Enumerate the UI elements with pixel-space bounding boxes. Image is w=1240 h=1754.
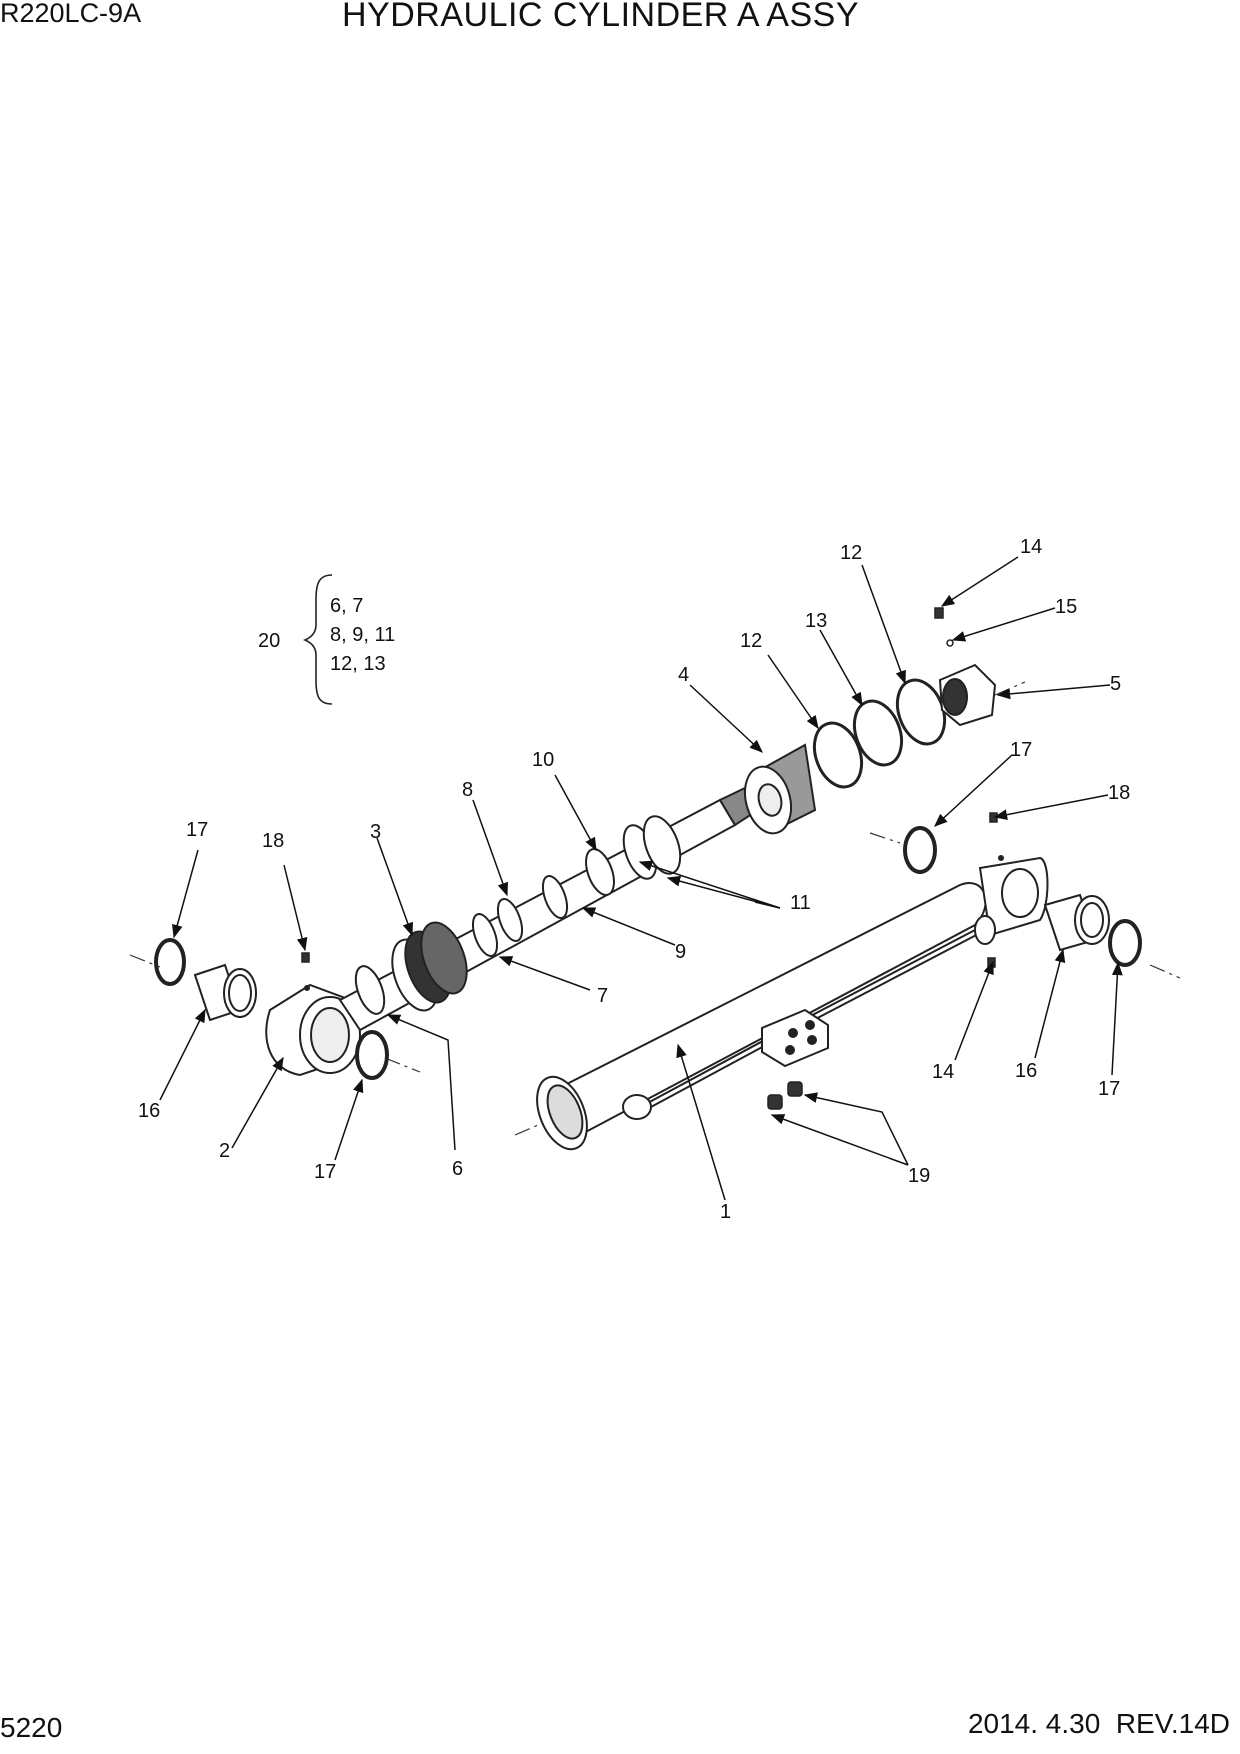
callout-12: 12 — [840, 542, 862, 564]
part-bushings — [154, 826, 1142, 1080]
callout-17: 17 — [186, 819, 208, 841]
callout-18: 18 — [1108, 782, 1130, 804]
part-rod-eye — [265, 983, 361, 1077]
kit-line-3: 12, 13 — [330, 653, 386, 675]
part-cylinder-tube — [536, 855, 1049, 1151]
part-lock-nut — [938, 663, 997, 727]
part-piston — [743, 743, 817, 835]
part-rings — [812, 678, 947, 789]
revision-date: 2014. 4.30 REV.14D — [967, 1708, 1230, 1739]
callout-14: 14 — [1020, 536, 1042, 558]
callout-3: 3 — [370, 821, 381, 843]
part-grease-nipple — [301, 607, 998, 968]
kit-line-2: 8, 9, 11 — [330, 624, 395, 646]
callout-8: 8 — [462, 779, 473, 801]
callout-16: 16 — [1015, 1060, 1037, 1082]
callout-12: 12 — [740, 630, 762, 652]
kit-ref-label: 20 — [258, 630, 280, 652]
callout-6: 6 — [452, 1158, 463, 1180]
callout-11: 11 — [790, 892, 811, 914]
callout-17: 17 — [1098, 1078, 1120, 1100]
part-plugs — [767, 1081, 803, 1110]
leader-lines — [159, 556, 1123, 1201]
callout-18: 18 — [262, 830, 284, 852]
callout-13: 13 — [805, 610, 827, 632]
model-number: R220LC-9A — [0, 0, 142, 28]
callout-5: 5 — [1110, 673, 1121, 695]
kit-line-1: 6, 7 — [330, 595, 363, 617]
callout-1: 1 — [720, 1201, 731, 1223]
callout-14: 14 — [932, 1061, 954, 1083]
callout-9: 9 — [675, 941, 686, 963]
callout-10: 10 — [532, 749, 554, 771]
kit-brace — [302, 574, 333, 705]
callout-15: 15 — [1055, 596, 1077, 618]
callout-16: 16 — [138, 1100, 160, 1122]
page-title: HYDRAULIC CYLINDER A ASSY — [342, 0, 860, 34]
page-number: 5220 — [0, 1712, 63, 1743]
callout-4: 4 — [678, 664, 689, 686]
callout-2: 2 — [219, 1140, 230, 1162]
callout-17: 17 — [1010, 739, 1032, 761]
callout-19: 19 — [908, 1165, 930, 1187]
callout-17: 17 — [314, 1161, 336, 1183]
callout-7: 7 — [597, 985, 608, 1007]
